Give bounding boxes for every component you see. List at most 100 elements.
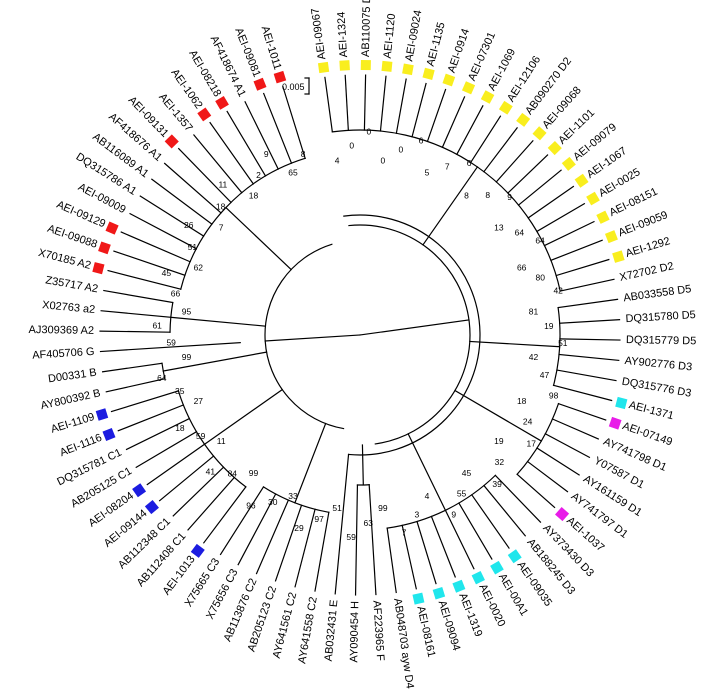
tree-branch <box>334 453 350 595</box>
leaf-marker <box>442 73 456 87</box>
tree-branch <box>558 353 620 362</box>
leaf-label: AEI-1011 <box>259 25 284 72</box>
tree-branch <box>110 390 180 413</box>
leaf-label: DQ315780 D5 <box>625 309 696 325</box>
tree-branch <box>552 384 613 402</box>
tree-branch <box>454 389 543 442</box>
bootstrap-value: 8 <box>301 149 306 159</box>
bootstrap-value: 18 <box>216 202 226 212</box>
leaf-marker <box>215 96 229 110</box>
bootstrap-value: 51 <box>332 503 342 513</box>
leaf-label: D00331 B <box>47 367 97 386</box>
tree-branch <box>193 134 243 194</box>
tree-branch <box>458 502 493 560</box>
tree-arc <box>343 214 481 456</box>
leaf-label: AEI-09094 <box>436 599 463 652</box>
tree-branch <box>483 484 527 537</box>
tree-branch <box>407 433 447 512</box>
leaf-marker <box>532 126 547 141</box>
leaf-label: AEI-1292 <box>624 235 671 260</box>
leaf-label: X02763 a2 <box>42 299 96 316</box>
leaf-marker <box>574 173 589 188</box>
tree-branch <box>158 455 215 502</box>
bootstrap-value: 41 <box>206 466 216 476</box>
tree-branch <box>209 121 255 185</box>
tree-branch <box>456 105 484 156</box>
leaf-label: AY641558 C2 <box>296 596 320 665</box>
leaf-label: AY800392 B <box>40 387 102 412</box>
tree-branch <box>359 319 470 336</box>
bootstrap-value: 17 <box>526 438 536 448</box>
leaf-label: AEI-09067 <box>309 7 328 60</box>
leaf-label: AEI-09088 <box>46 223 99 251</box>
bootstrap-value: 9 <box>507 192 512 202</box>
tree-branch <box>125 417 191 451</box>
bootstrap-value: 19 <box>494 436 504 446</box>
leaf-marker <box>471 571 485 585</box>
bootstrap-value: 55 <box>457 489 467 499</box>
tree-branch <box>99 330 171 333</box>
bootstrap-value: 84 <box>228 469 238 479</box>
leaf-marker <box>144 500 159 515</box>
leaf-marker <box>105 221 119 235</box>
bootstrap-value: 13 <box>494 223 504 233</box>
bootstrap-value: 47 <box>540 370 550 380</box>
tree-branch <box>543 220 595 247</box>
bootstrap-value: 80 <box>536 272 546 282</box>
tree-branch <box>107 269 182 290</box>
scale-bar: 0.005 <box>282 77 310 95</box>
bootstrap-value: 0 <box>399 145 404 155</box>
leaf-label: AB110075 D2 <box>360 0 373 57</box>
tree-branch <box>146 443 206 486</box>
tree-branch <box>401 524 417 590</box>
leaf-marker <box>586 191 600 206</box>
tree-branch <box>363 74 367 131</box>
tree-branch <box>426 88 447 143</box>
leaf-marker <box>480 90 495 104</box>
leaf-label: AF405706 G <box>32 346 95 362</box>
tree-branch <box>294 422 327 504</box>
leaf-label: AF223965 F <box>370 600 386 661</box>
bootstrap-value: 7 <box>219 223 224 233</box>
bootstrap-value: 32 <box>495 457 505 467</box>
tree-branch <box>395 78 407 134</box>
leaf-marker <box>102 427 116 441</box>
tree-branch <box>430 515 457 578</box>
leaf-marker <box>190 543 205 558</box>
scale-bar-label: 0.005 <box>282 82 305 92</box>
bootstrap-value: 29 <box>294 523 304 533</box>
leaf-label: AB033558 D5 <box>623 283 692 304</box>
tree-branch <box>470 493 510 549</box>
tree-branch <box>162 351 268 372</box>
leaf-marker <box>92 262 105 275</box>
tree-branch <box>202 486 247 544</box>
leaf-label: AJ309369 A2 <box>28 324 94 337</box>
tree-branch <box>361 444 364 486</box>
tree-branch <box>422 166 479 246</box>
tree-branch <box>526 460 569 493</box>
leaf-marker <box>273 70 287 84</box>
bootstrap-value: 65 <box>288 168 298 178</box>
leaf-marker <box>339 60 350 71</box>
tree-branch <box>170 316 267 327</box>
tree-branch <box>99 341 241 353</box>
tree-branch <box>544 433 591 459</box>
bootstrap-value: 0 <box>349 140 354 150</box>
bootstrap-value: 97 <box>314 514 324 524</box>
tree-branch <box>469 340 561 348</box>
leaf-marker <box>98 241 111 255</box>
tree-branch <box>386 527 397 594</box>
bootstrap-value: 64 <box>515 228 525 238</box>
tree-branch <box>444 509 475 570</box>
tree-branch <box>559 319 621 324</box>
tree-branch <box>324 76 334 133</box>
bootstrap-value: 6 <box>419 136 424 146</box>
leaf-label: AB048703 ayw D4 <box>391 598 416 690</box>
leaf-label: AY902776 D3 <box>624 355 693 374</box>
tree-branch <box>172 466 225 517</box>
leaf-label: DQ315776 D3 <box>621 376 692 400</box>
tree-branch <box>282 85 306 160</box>
bootstrap-value: 51 <box>558 338 568 348</box>
leaf-marker <box>490 560 504 575</box>
